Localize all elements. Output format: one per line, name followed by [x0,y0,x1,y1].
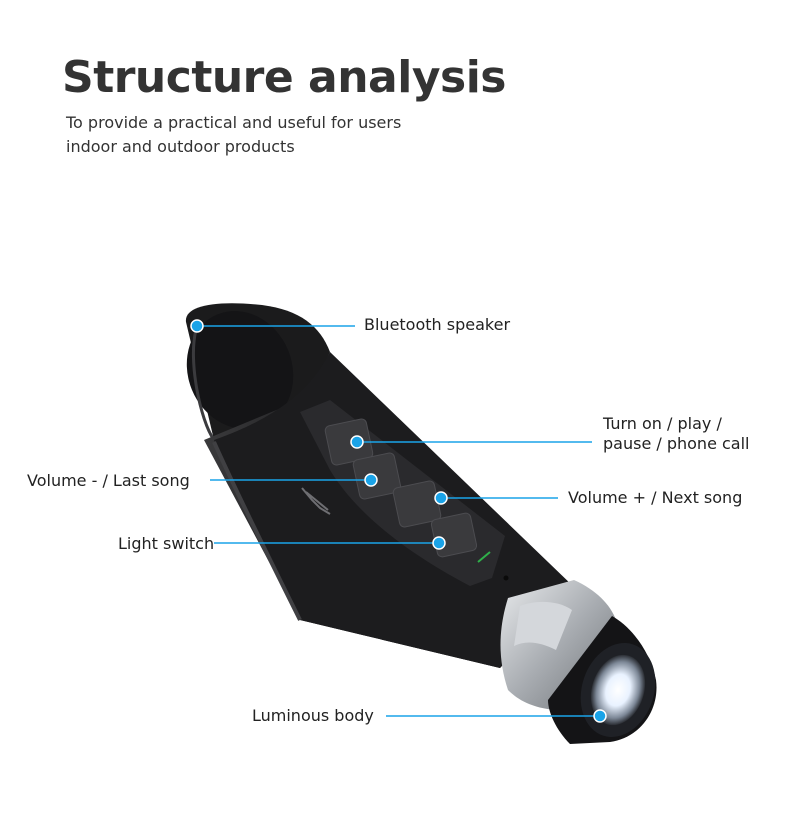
mic-hole [503,575,509,581]
page-title: Structure analysis [62,52,506,103]
speaker-grill [186,311,294,429]
button-play [324,418,374,466]
label-turn-on-line-2: pause / phone call [603,434,750,453]
status-led [477,551,491,563]
callout-bluetooth-speaker-pointer [190,319,355,333]
callout-light-switch-pointer [214,536,446,550]
callout-volume-minus-pointer [210,473,378,487]
callout-luminous-body-pointer [386,709,607,723]
page-subtitle: To provide a practical and useful for us… [66,111,486,159]
label-volume-plus: Volume + / Next song [568,488,743,507]
callout-turn-on-pointer [350,435,592,449]
subtitle-line-2: indoor and outdoor products [66,137,295,156]
label-volume-minus: Volume - / Last song [27,471,190,490]
label-bluetooth-speaker: Bluetooth speaker [364,315,511,334]
button-light [430,512,478,558]
bike-icon [301,487,331,515]
label-light-switch: Light switch [118,534,215,553]
flashlight-body [185,303,657,744]
label-luminous-body: Luminous body [252,706,374,725]
callout-volume-plus-pointer [434,491,558,505]
subtitle-line-1: To provide a practical and useful for us… [66,113,402,132]
label-turn-on-line-1: Turn on / play / [603,414,722,433]
